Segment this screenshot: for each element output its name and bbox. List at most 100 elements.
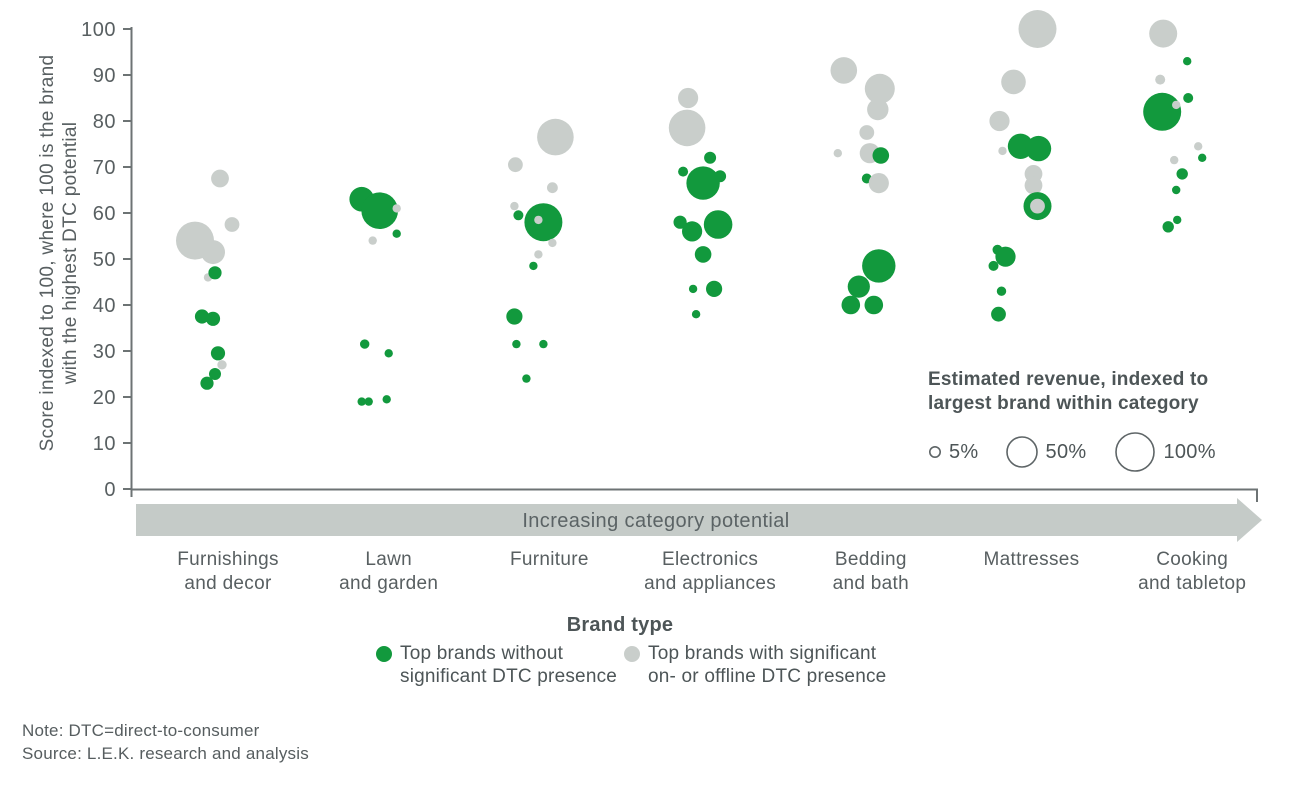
bubble-green (703, 210, 733, 239)
bubble-green (1198, 153, 1207, 162)
bubble-gray (392, 204, 401, 213)
category-potential-arrow-head (1237, 498, 1262, 542)
bubble-gray (508, 157, 523, 173)
y-tick-label: 20 (93, 387, 116, 409)
brand-legend-gray-line1: Top brands with significant (648, 643, 877, 664)
size-legend-label-5pct: 5% (949, 440, 979, 463)
category-potential-arrow-label: Increasing category potential (522, 510, 789, 532)
y-tick-label: 0 (104, 479, 116, 501)
category-label: Furniture (464, 548, 634, 572)
category-label-line1: Cooking (1156, 549, 1229, 570)
brand-legend-item-gray: Top brands with significant on- or offli… (648, 642, 886, 688)
y-tick-label: 40 (93, 295, 116, 317)
bubble-gray (1030, 198, 1045, 214)
size-legend-title-line2: largest brand within category (928, 393, 1199, 414)
category-label-line2: and appliances (644, 573, 777, 594)
bubble-green (862, 249, 896, 283)
bubble-green (360, 339, 370, 349)
bubble-green (1025, 135, 1052, 162)
bubble-green (522, 374, 531, 383)
bubble-gray (1170, 155, 1179, 165)
bubble-gray (211, 169, 229, 188)
bubble-green (991, 306, 1006, 322)
bubble-green (194, 309, 210, 324)
footnotes: Note: DTC=direct-to-consumer Source: L.E… (22, 719, 309, 765)
bubble-green (704, 151, 717, 164)
bubble-green (988, 260, 999, 271)
bubble-green (996, 286, 1007, 296)
category-label-line1: Furniture (510, 549, 589, 570)
bubble-gray (1025, 182, 1036, 193)
bubble-green (210, 346, 226, 361)
size-legend-circle-50pct-icon (1005, 436, 1038, 468)
category-label-line1: Bedding (834, 549, 907, 570)
bubble-green (1176, 168, 1188, 180)
bubble-green (682, 221, 703, 242)
bubble-green (205, 311, 221, 326)
category-label-line1: Mattresses (983, 549, 1080, 570)
y-tick-label: 50 (93, 249, 116, 271)
size-legend-row: 5% 50% 100% (928, 430, 1288, 474)
bubble-green (872, 147, 890, 164)
bubble-green (208, 266, 222, 280)
brand-legend-gray-line2: on- or offline DTC presence (648, 666, 887, 687)
bubble-green (364, 397, 373, 406)
category-label-line1: Electronics (661, 549, 759, 570)
size-legend-title-line1: Estimated revenue, indexed to (928, 369, 1209, 390)
bubble-green (529, 261, 538, 271)
size-legend-circle-100pct-icon (1115, 432, 1156, 472)
bubble-green (1162, 221, 1174, 233)
brand-legend-green-line1: Top brands without (400, 643, 564, 664)
bubble-green (209, 368, 221, 380)
bubble-gray (1001, 69, 1026, 95)
bubble-gray (1155, 74, 1166, 85)
note-line: Note: DTC=direct-to-consumer (22, 721, 260, 740)
bubble-green (200, 376, 214, 390)
bubble-green (864, 295, 884, 315)
brand-legend-green-line2: significant DTC presence (400, 666, 618, 687)
bubble-gray (678, 87, 699, 109)
y-tick-label: 80 (93, 111, 116, 133)
bubble-green (686, 166, 720, 200)
bubble-green (691, 310, 701, 319)
category-label-line2: and garden (339, 573, 439, 594)
bubble-gray (998, 146, 1007, 156)
brand-legend-item-green: Top brands without significant DTC prese… (400, 642, 617, 688)
bubble-gray (1149, 19, 1178, 48)
bubble-gray (989, 110, 1010, 132)
brand-legend-gray-dot-icon (624, 646, 640, 662)
bubble-green (506, 308, 523, 325)
bubble-gray (833, 149, 842, 158)
bubble-green (357, 397, 366, 406)
bubble-green (1183, 93, 1194, 103)
bubble-green (1172, 185, 1181, 195)
bubble-green (524, 203, 563, 242)
category-label-line1: Furnishings (177, 549, 279, 570)
size-legend: Estimated revenue, indexed to largest br… (928, 368, 1288, 474)
y-tick-label: 60 (93, 203, 116, 225)
source-line: Source: L.E.K. research and analysis (22, 744, 309, 763)
bubble-gray (534, 215, 543, 225)
bubbles-layer (176, 10, 1207, 406)
category-potential-arrow-band (136, 504, 1237, 536)
bubble-gray (1194, 142, 1203, 151)
y-tick-label: 70 (93, 157, 116, 179)
bubble-green (1143, 92, 1182, 131)
category-label-line1: Lawn (365, 549, 412, 570)
bubble-gray (867, 98, 889, 121)
bubble-gray (547, 182, 558, 194)
bubble-green (361, 192, 399, 229)
brand-legend-green-dot-icon (376, 646, 392, 662)
size-legend-label-50pct: 50% (1045, 440, 1087, 463)
bubble-gray (534, 250, 543, 259)
bubble-gray (668, 109, 706, 147)
bubble-green (382, 395, 391, 404)
y-tick-label: 30 (93, 341, 116, 363)
size-legend-label-100pct: 100% (1163, 440, 1216, 463)
bubble-gray (548, 238, 557, 248)
